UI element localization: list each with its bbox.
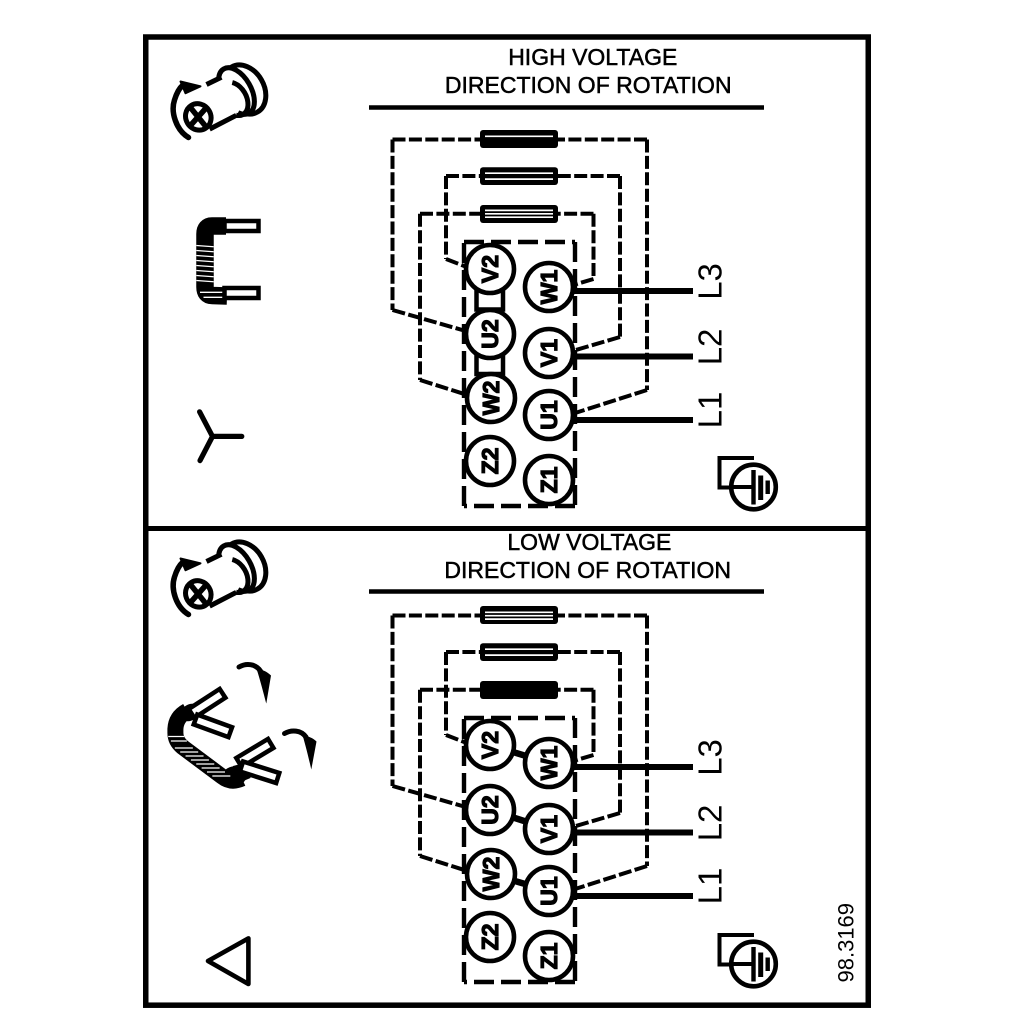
- svg-text:Z2: Z2: [477, 924, 503, 951]
- svg-text:V1: V1: [536, 339, 562, 367]
- svg-text:L1: L1: [692, 868, 729, 905]
- svg-text:W2: W2: [478, 857, 504, 892]
- svg-text:L3: L3: [692, 263, 729, 300]
- svg-text:L2: L2: [692, 329, 729, 366]
- svg-text:U2: U2: [477, 795, 503, 824]
- svg-text:LOW VOLTAGE: LOW VOLTAGE: [507, 529, 671, 555]
- svg-text:DIRECTION OF ROTATION: DIRECTION OF ROTATION: [444, 557, 731, 583]
- svg-text:U1: U1: [536, 876, 562, 906]
- svg-text:U1: U1: [536, 400, 562, 430]
- svg-text:W1: W1: [536, 270, 562, 305]
- svg-text:L2: L2: [692, 805, 729, 842]
- svg-text:L3: L3: [692, 739, 729, 776]
- svg-text:Z1: Z1: [536, 942, 562, 969]
- svg-text:V2: V2: [477, 255, 503, 283]
- svg-text:W1: W1: [536, 746, 562, 781]
- svg-text:Z2: Z2: [477, 448, 503, 475]
- svg-text:L1: L1: [692, 392, 729, 429]
- svg-text:Z1: Z1: [536, 466, 562, 493]
- svg-text:V2: V2: [477, 731, 503, 759]
- svg-text:W2: W2: [478, 381, 504, 416]
- svg-text:98.3169: 98.3169: [834, 903, 859, 983]
- svg-text:U2: U2: [477, 319, 503, 348]
- svg-text:HIGH VOLTAGE: HIGH VOLTAGE: [508, 44, 677, 70]
- svg-text:DIRECTION OF ROTATION: DIRECTION OF ROTATION: [445, 72, 732, 98]
- svg-text:V1: V1: [536, 815, 562, 843]
